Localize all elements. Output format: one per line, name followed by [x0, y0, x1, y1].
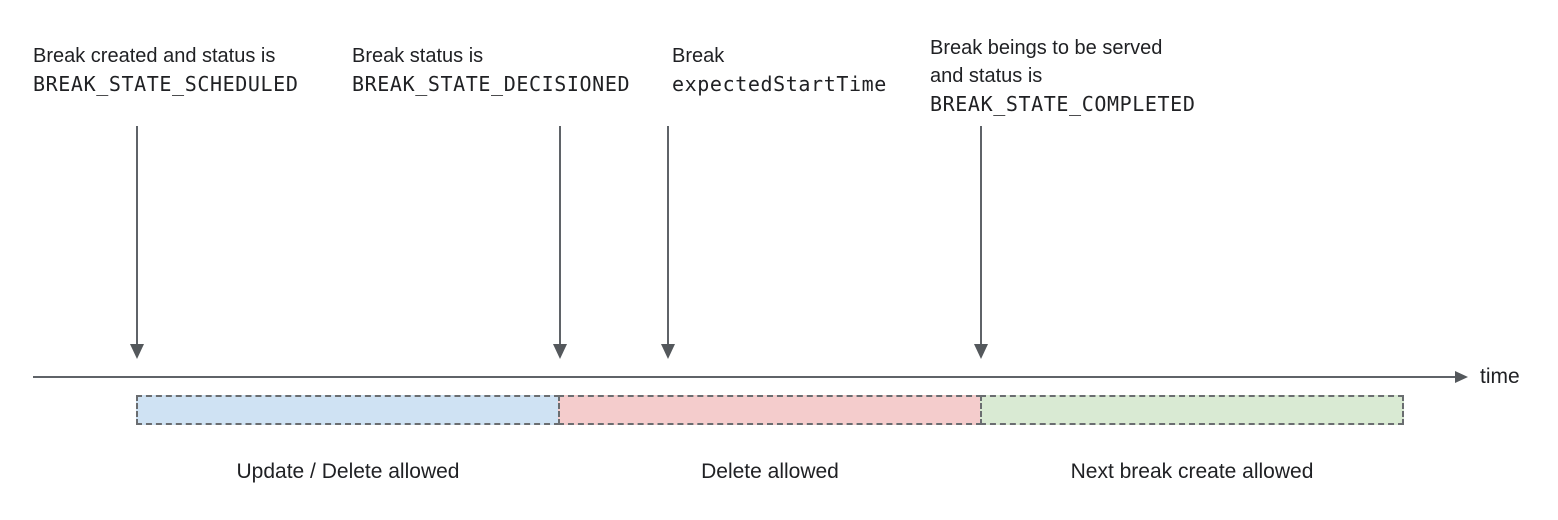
down-arrow-scheduled — [130, 126, 144, 359]
segment-label-next-break-create: Next break create allowed — [1070, 460, 1314, 483]
annotation-text: and status is — [930, 65, 1043, 87]
time-axis-arrow-icon — [1455, 371, 1468, 383]
arrow-head-icon — [553, 344, 567, 359]
down-arrow-decisioned — [553, 126, 567, 359]
annotation-text: Break — [672, 45, 725, 67]
arrow-shaft — [980, 126, 982, 344]
time-axis-line — [33, 376, 1455, 378]
annotation-break-scheduled: Break created and status is BREAK_STATE_… — [33, 42, 298, 98]
annotation-text: Break status is — [352, 45, 484, 67]
arrow-shaft — [667, 126, 669, 344]
annotation-text: Break created and status is — [33, 45, 276, 67]
annotation-code: BREAK_STATE_COMPLETED — [930, 92, 1196, 116]
arrow-head-icon — [130, 344, 144, 359]
arrow-shaft — [559, 126, 561, 344]
down-arrow-completed — [974, 126, 988, 359]
annotation-code: BREAK_STATE_DECISIONED — [352, 72, 631, 96]
annotation-code: expectedStartTime — [672, 72, 887, 96]
arrow-head-icon — [974, 344, 988, 359]
segment-label-update-delete: Update / Delete allowed — [236, 460, 460, 483]
arrow-shaft — [136, 126, 138, 344]
arrow-head-icon — [661, 344, 675, 359]
segment-delete-allowed — [558, 395, 982, 425]
period-bar — [136, 395, 1404, 425]
annotation-break-decisioned: Break status is BREAK_STATE_DECISIONED — [352, 42, 630, 98]
annotation-expected-start-time: Break expectedStartTime — [672, 42, 887, 98]
segment-update-delete-allowed — [136, 395, 560, 425]
annotation-text: Break beings to be served — [930, 37, 1163, 59]
segment-next-break-create-allowed — [980, 395, 1404, 425]
annotation-code: BREAK_STATE_SCHEDULED — [33, 72, 299, 96]
down-arrow-expected-start — [661, 126, 675, 359]
annotation-break-completed: Break beings to be served and status is … — [930, 34, 1195, 118]
segment-label-delete: Delete allowed — [701, 460, 839, 483]
time-axis-label: time — [1480, 365, 1520, 388]
